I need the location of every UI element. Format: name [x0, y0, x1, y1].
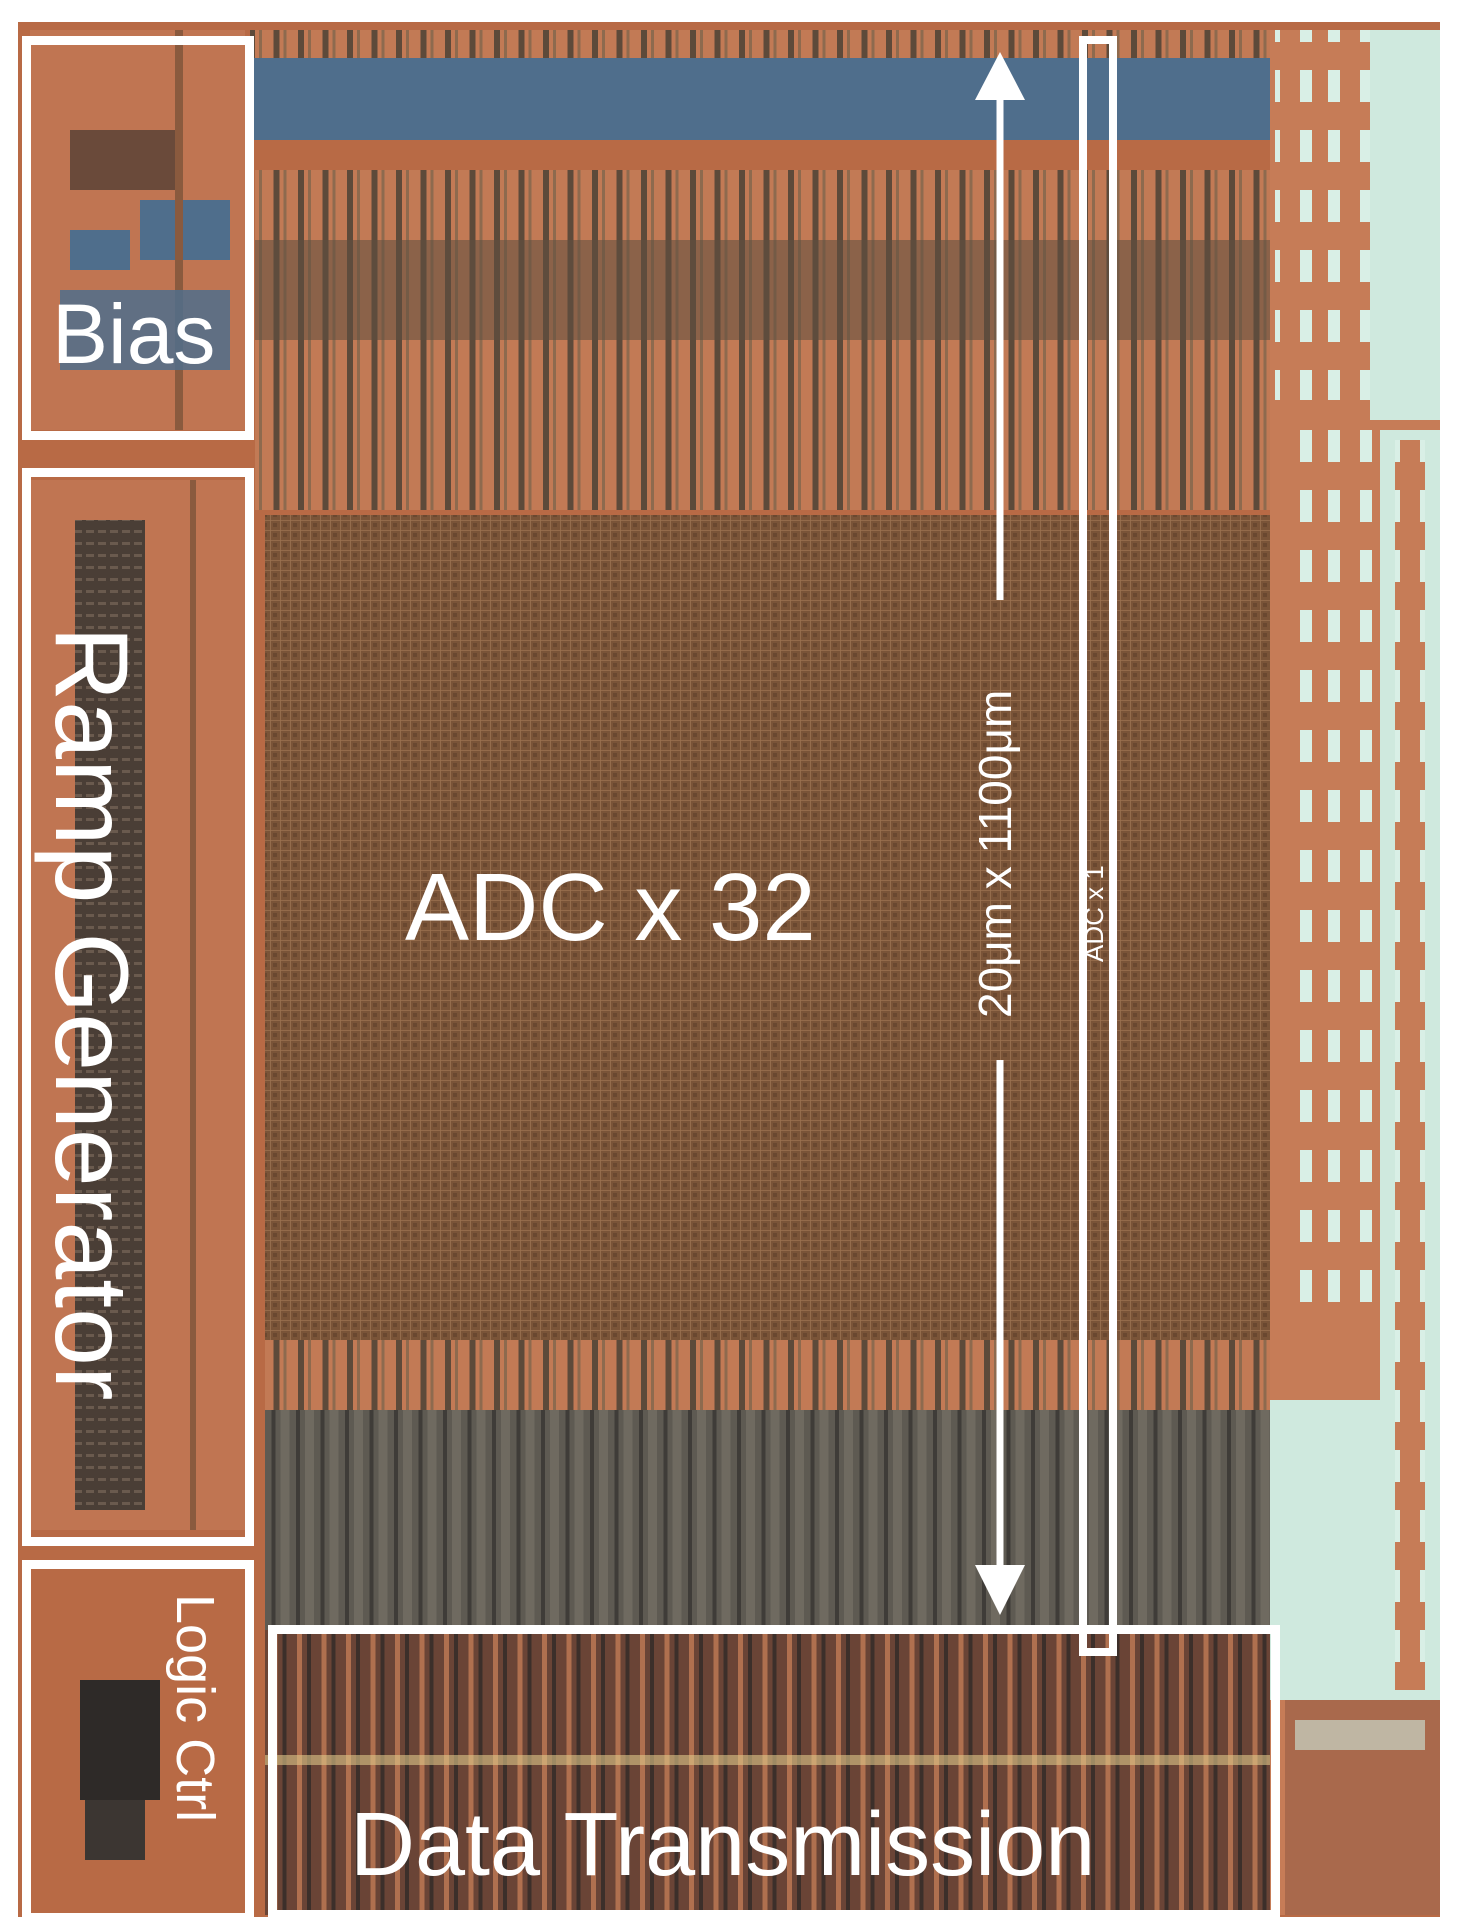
adc-array-label: ADC x 32 [405, 854, 816, 961]
logic-ctrl-label: Logic Ctrl [165, 1594, 225, 1823]
logic-ctrl-box [22, 1560, 254, 1922]
adc-single-label: ADC x 1 [1079, 865, 1109, 962]
ramp-generator-box [22, 468, 254, 1546]
bias-label: Bias [52, 287, 216, 381]
bias-box [22, 36, 254, 440]
data-transmission-label: Data Transmission [350, 1795, 1096, 1895]
ramp-generator-label: Ramp Generator [33, 626, 149, 1401]
dimension-label: 20μm x 1100μm [969, 689, 1021, 1018]
data-transmission-box [268, 1625, 1280, 1919]
